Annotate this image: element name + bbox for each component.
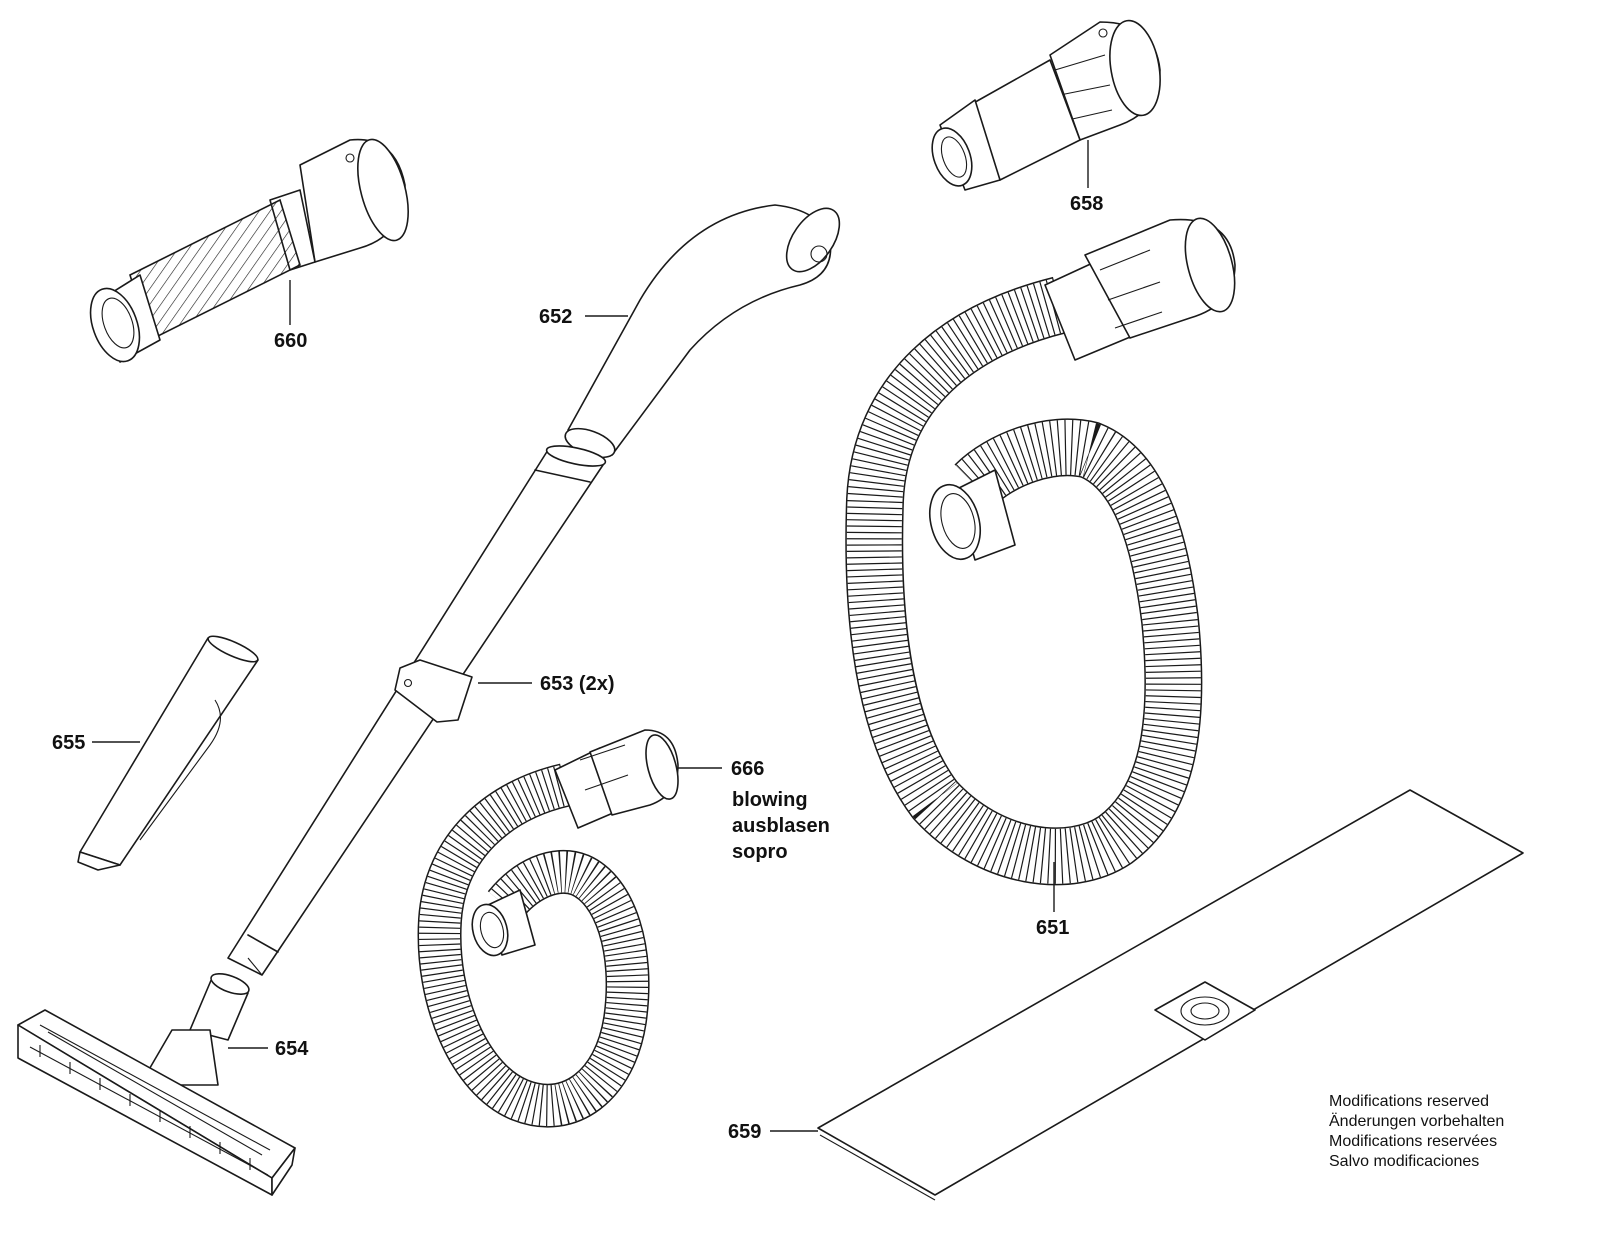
part-654-floor-nozzle bbox=[17, 973, 296, 1196]
callout-666: 666 bbox=[731, 758, 764, 780]
callout-660: 660 bbox=[274, 330, 307, 352]
callout-658: 658 bbox=[1070, 193, 1103, 215]
part-extension-tube bbox=[227, 445, 607, 976]
blowing-note-pt: sopro bbox=[732, 841, 788, 863]
part-652-curved-tube bbox=[564, 204, 841, 459]
part-659-filter-bag bbox=[817, 789, 1524, 1201]
part-655-crevice-nozzle bbox=[77, 635, 259, 871]
callout-653: 653 (2x) bbox=[540, 673, 615, 695]
part-666-blowing-hose bbox=[417, 729, 679, 1128]
blowing-note-de: ausblasen bbox=[732, 815, 830, 837]
modifications-note-es: Salvo modificaciones bbox=[1329, 1153, 1479, 1170]
modifications-note-en: Modifications reserved bbox=[1329, 1093, 1489, 1110]
callout-652: 652 bbox=[539, 306, 572, 328]
part-658-adapter bbox=[931, 19, 1161, 191]
blowing-note-en: blowing bbox=[732, 789, 808, 811]
callout-659: 659 bbox=[728, 1121, 761, 1143]
part-653-tube-clip bbox=[394, 659, 473, 723]
leader-lines bbox=[92, 140, 1089, 1132]
part-660-hose-adapter bbox=[89, 138, 409, 363]
part-651-suction-hose bbox=[845, 217, 1236, 886]
modifications-note-de: Änderungen vorbehalten bbox=[1329, 1112, 1504, 1130]
callout-651: 651 bbox=[1036, 917, 1069, 939]
callout-654: 654 bbox=[275, 1038, 309, 1060]
modifications-note-fr: Modifications reservées bbox=[1329, 1133, 1497, 1150]
callout-655: 655 bbox=[52, 732, 85, 754]
